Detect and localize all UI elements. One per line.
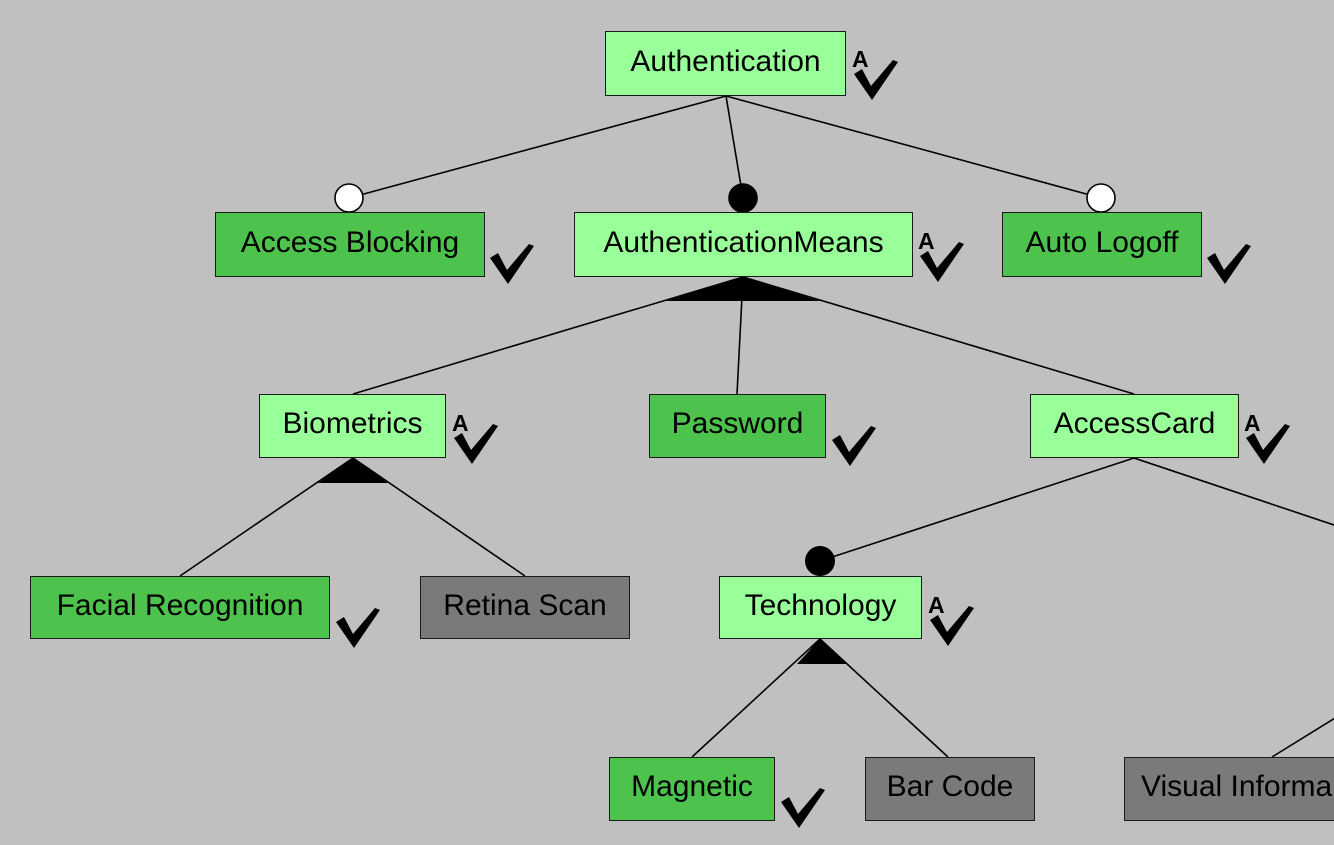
check-icon [920,242,964,282]
edge-authentication-means-access-card [742,276,1135,395]
feature-technology[interactable]: Technology [719,576,922,639]
edge-authentication-authentication-means [725,95,744,199]
feature-authentication-means[interactable]: AuthenticationMeans [574,212,913,277]
feature-magnetic[interactable]: Magnetic [609,757,775,821]
alternative-group-marker-authentication-means [666,277,820,301]
feature-password[interactable]: Password [649,394,826,458]
alternative-group-marker-technology [797,639,847,664]
optional-marker-auto-logoff [1086,183,1116,213]
mandatory-marker-authentication-means [728,183,758,213]
check-icon [781,788,825,828]
feature-bar-code[interactable]: Bar Code [865,757,1035,821]
auto-check-mark-technology: A [926,592,978,650]
check-icon [930,606,974,646]
edge-technology-bar-code [819,638,949,758]
feature-visual-information[interactable]: Visual Informa [1124,757,1334,821]
auto-letter: A [852,46,869,72]
check-icon [336,608,380,648]
auto-letter: A [928,592,945,618]
feature-authentication[interactable]: Authentication [605,31,846,96]
optional-marker-access-blocking [334,183,364,213]
check-icon [1246,424,1290,464]
edge-biometrics-retina-scan [352,457,526,577]
auto-check-mark-biometrics: A [450,410,502,468]
feature-retina-scan[interactable]: Retina Scan [420,576,630,639]
feature-biometrics[interactable]: Biometrics [259,394,446,458]
check-mark-auto-logoff [1203,236,1255,288]
edge-technology-magnetic [691,638,821,758]
edge-authentication-auto-logoff [725,95,1102,199]
edge-authentication-means-biometrics [352,276,744,395]
check-mark-access-blocking [486,236,538,288]
check-icon [490,244,534,284]
alternative-group-marker-biometrics [318,458,388,483]
check-mark-facial-recognition [332,600,384,652]
check-mark-password [828,418,880,470]
check-icon [854,60,898,100]
edge-access-card-visual-information [1133,457,1334,526]
edge-to-visual-information [1271,717,1334,758]
auto-check-mark-authentication: A [850,46,902,104]
auto-letter: A [1244,410,1261,436]
check-icon [832,426,876,466]
auto-letter: A [452,410,469,436]
feature-access-blocking[interactable]: Access Blocking [215,212,485,277]
feature-facial-recognition[interactable]: Facial Recognition [30,576,330,639]
check-mark-magnetic [777,780,829,832]
check-icon [454,424,498,464]
auto-check-mark-access-card: A [1242,410,1294,468]
mandatory-marker-technology [805,546,835,576]
edge-access-card-technology [819,457,1135,562]
edge-biometrics-facial-recognition [179,457,354,577]
edge-authentication-access-blocking [348,95,727,199]
auto-check-mark-authentication-means: A [916,228,968,286]
feature-access-card[interactable]: AccessCard [1030,394,1239,458]
check-icon [1207,244,1251,284]
feature-auto-logoff[interactable]: Auto Logoff [1002,212,1202,277]
auto-letter: A [918,228,935,254]
